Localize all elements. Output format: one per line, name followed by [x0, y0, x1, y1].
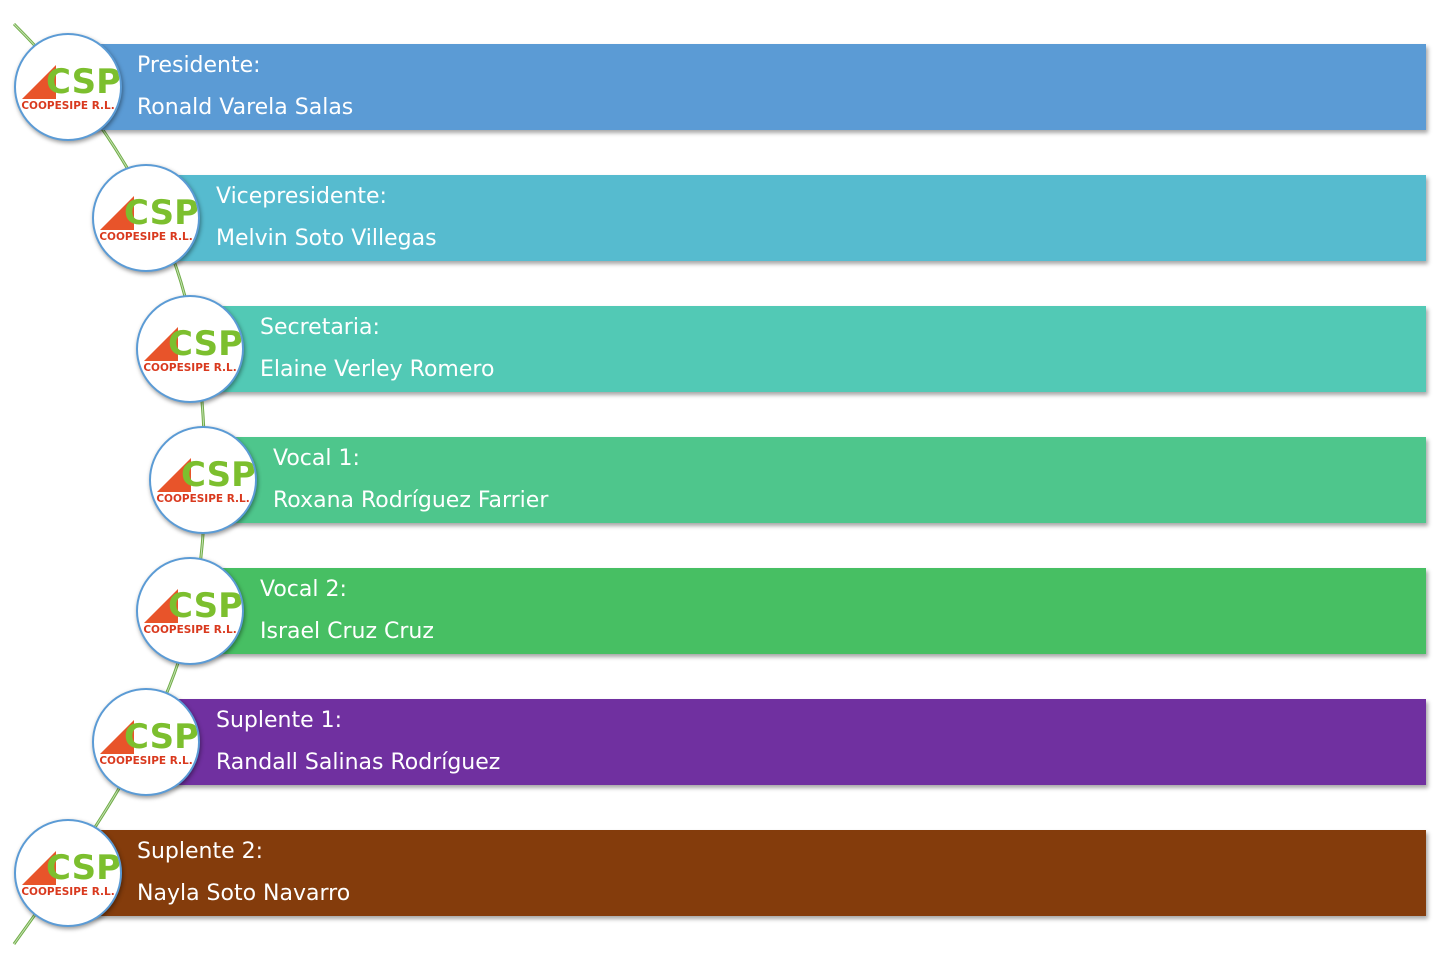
logo-mark-text: CSP [46, 62, 120, 102]
member-name: Nayla Soto Navarro [137, 881, 351, 906]
logo-mark-text: CSP [168, 586, 242, 626]
member-role: Suplente 2: [137, 839, 264, 864]
member-role: Vocal 1: [273, 446, 360, 471]
member-name: Israel Cruz Cruz [260, 619, 434, 644]
logo-mark-text: CSP [181, 455, 255, 495]
member-name: Elaine Verley Romero [260, 357, 495, 382]
logo-mark-text: CSP [124, 193, 198, 233]
logo-org-text: COOPESIPE R.L. [99, 231, 192, 243]
logo-org-text: COOPESIPE R.L. [21, 886, 114, 898]
member-role: Vocal 2: [260, 577, 347, 602]
member-bar: Vicepresidente: Melvin Soto Villegas [146, 175, 1426, 261]
logo-triangle [100, 720, 134, 754]
member-bar: Vocal 2: Israel Cruz Cruz [190, 568, 1426, 654]
member-role: Suplente 1: [216, 708, 343, 733]
logo-org-text: COOPESIPE R.L. [143, 624, 236, 636]
logo-org-text: COOPESIPE R.L. [21, 100, 114, 112]
logo-triangle [144, 589, 178, 623]
member-role: Secretaria: [260, 315, 380, 340]
member-name: Randall Salinas Rodríguez [216, 750, 501, 775]
member-bar: Secretaria: Elaine Verley Romero [190, 306, 1426, 392]
member-name: Ronald Varela Salas [137, 95, 354, 120]
logo-org-text: COOPESIPE R.L. [156, 493, 249, 505]
logo-triangle [144, 327, 178, 361]
member-bar: Presidente: Ronald Varela Salas [66, 44, 1426, 130]
logo-triangle [22, 851, 56, 885]
logo-triangle [157, 458, 191, 492]
logo-mark-text: CSP [124, 717, 198, 757]
member-bar: Vocal 1: Roxana Rodríguez Farrier [203, 437, 1426, 523]
member-name: Melvin Soto Villegas [216, 226, 437, 251]
logo-triangle [100, 196, 134, 230]
member-bar: Suplente 2: Nayla Soto Navarro [66, 830, 1426, 916]
logo-org-text: COOPESIPE R.L. [99, 755, 192, 767]
member-role: Presidente: [137, 53, 261, 78]
member-role: Vicepresidente: [216, 184, 387, 209]
member-bar: Suplente 1: Randall Salinas Rodríguez [146, 699, 1426, 785]
logo-mark-text: CSP [168, 324, 242, 364]
logo-mark-text: CSP [46, 848, 120, 888]
member-name: Roxana Rodríguez Farrier [273, 488, 549, 513]
logo-org-text: COOPESIPE R.L. [143, 362, 236, 374]
logo-triangle [22, 65, 56, 99]
